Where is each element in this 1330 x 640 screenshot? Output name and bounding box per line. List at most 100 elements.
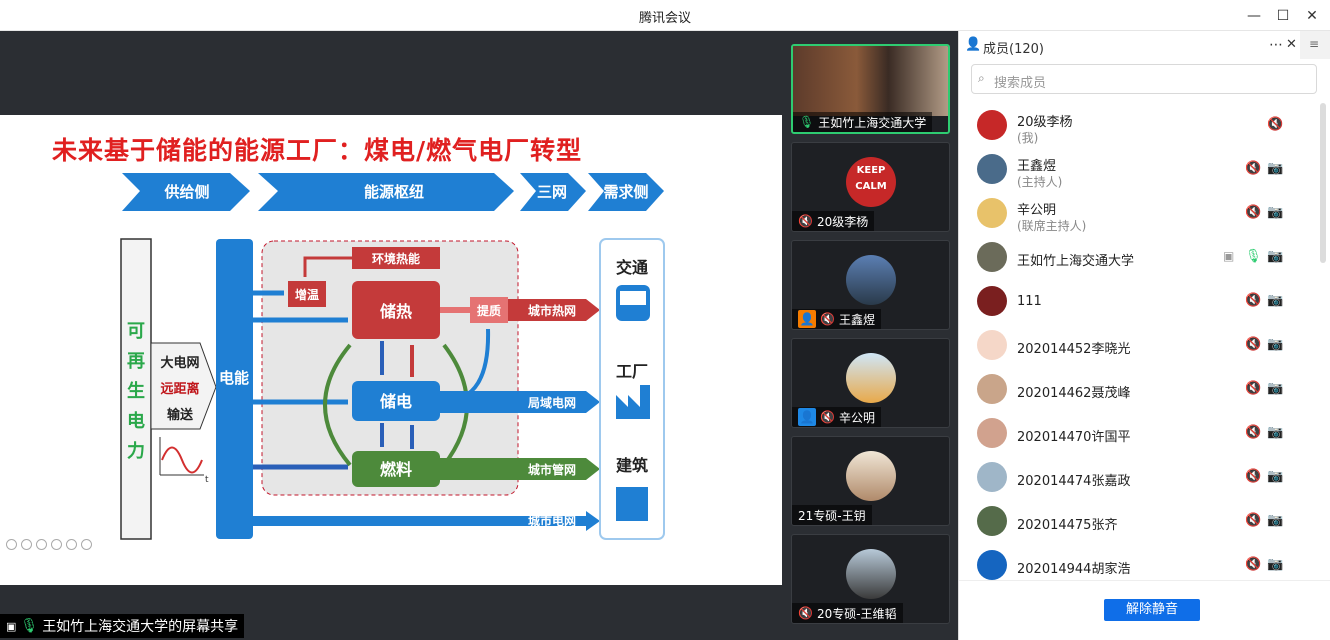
camera-off-icon[interactable]: 📷 [1267,293,1284,308]
tile-name: 🔇20专硕-王维韬 [792,603,903,623]
avatar [977,110,1007,140]
camera-icon[interactable]: 📷 [1267,249,1284,264]
tile-name: 21专硕-王钥 [792,505,872,525]
header-arrow-demand: 需求侧 [588,173,664,211]
mic-muted-icon[interactable]: 🔇 [1267,117,1284,132]
list-item[interactable]: 202014452李晓光 🔇 📷 [959,323,1315,367]
tile-name: 👤🔇王鑫煜 [792,309,881,329]
member-list-scrollbar[interactable] [1320,103,1326,263]
avatar [977,462,1007,492]
storage-heat-box [352,281,440,339]
video-tile[interactable]: 21专硕-王钥 [791,436,950,526]
svg-text:城市热网: 城市热网 [528,303,576,318]
slide-title: 未来基于储能的能源工厂：煤电/燃气电厂转型 [52,136,583,165]
grid-line-3: 输送 [167,407,194,423]
mic-muted-icon[interactable]: 🔇 [1245,381,1262,396]
minimize-button[interactable]: — [1247,8,1261,24]
maximize-button[interactable]: ☐ [1276,8,1290,24]
list-item[interactable]: 202014462聂茂峰 🔇 📷 [959,367,1315,411]
avatar [977,418,1007,448]
svg-text:环境热能: 环境热能 [372,251,420,266]
env-heat-box [352,247,440,269]
close-window-button[interactable]: ✕ [1306,8,1318,24]
grid-line-1: 大电网 [160,355,199,371]
video-tile[interactable]: 👤🔇王鑫煜 [791,240,950,330]
close-panel-icon[interactable]: ✕ [1286,37,1297,52]
electric-column [216,239,253,539]
header-arrow-hub: 能源枢纽 [258,173,514,211]
list-item[interactable]: 111 🔇 📷 [959,279,1315,323]
mic-muted-icon[interactable]: 🔇 [1245,557,1262,572]
avatar [846,255,896,305]
svg-text:提质: 提质 [477,303,501,318]
list-item[interactable]: 202014944胡家浩 🔇 📷 [959,543,1315,581]
control-icon[interactable] [36,539,47,550]
avatar [977,242,1007,272]
camera-off-icon[interactable]: 📷 [1267,337,1284,352]
member-search-input[interactable]: ⌕ 搜索成员 [971,64,1317,94]
output-city-heat: 城市热网 [508,299,600,321]
tile-name: 🎙王如竹上海交通大学 [793,112,933,132]
video-tile[interactable]: 👤🔇辛公明 [791,338,950,428]
renewable-box [120,238,152,540]
avatar [977,286,1007,316]
factory-icon [616,385,650,419]
control-icon[interactable] [6,539,17,550]
more-options-icon[interactable]: ⋯ [1269,37,1283,53]
camera-off-icon[interactable]: 📷 [1267,513,1284,528]
electric-label: 电能 [219,369,249,387]
search-icon: ⌕ [978,71,985,85]
control-icon[interactable] [21,539,32,550]
avatar [977,154,1007,184]
output-city-gas: 城市管网 [440,458,600,480]
storage-elec-box [352,381,440,421]
mic-muted-icon[interactable]: 🔇 [1245,469,1262,484]
camera-off-icon[interactable]: 📷 [1267,205,1284,220]
camera-off-icon[interactable]: 📷 [1267,469,1284,484]
mic-active-icon[interactable]: 🎙 [1245,249,1262,264]
video-tile[interactable]: 🔇20专硕-王维韬 [791,534,950,624]
cohost-badge-icon: 👤 [798,408,816,426]
svg-text:电: 电 [127,410,145,432]
camera-off-icon[interactable]: 📷 [1267,161,1284,176]
screen-share-icon: ▣ [1223,249,1235,263]
list-item[interactable]: 202014475张齐 🔇 📷 [959,499,1315,543]
mic-muted-icon[interactable]: 🔇 [1245,205,1262,220]
mic-muted-icon[interactable]: 🔇 [1245,425,1262,440]
sidebar-menu-icon[interactable]: ≡ [1300,31,1330,59]
mic-muted-icon[interactable]: 🔇 [1245,513,1262,528]
video-tile[interactable]: 🎙王如竹上海交通大学 [791,44,950,134]
avatar [977,506,1007,536]
mic-muted-icon[interactable]: 🔇 [1245,293,1262,308]
mic-icon: 🎙 [20,618,39,634]
list-item[interactable]: 王如竹上海交通大学 ▣ 🎙 📷 [959,235,1315,279]
list-item[interactable]: 202014474张嘉政 🔇 📷 [959,455,1315,499]
quality-box [470,297,508,323]
list-item[interactable]: 20级李杨 (我) 🔇 [959,103,1315,147]
share-label: ▣ 🎙 王如竹上海交通大学的屏幕共享 [0,614,245,638]
svg-text:建筑: 建筑 [616,456,648,475]
long-distance-arrow [150,342,217,430]
camera-off-icon[interactable]: 📷 [1267,557,1284,572]
control-icon[interactable] [81,539,92,550]
list-item[interactable]: 202014470许国平 🔇 📷 [959,411,1315,455]
avatar [977,374,1007,404]
camera-off-icon[interactable]: 📷 [1267,381,1284,396]
control-icon[interactable] [51,539,62,550]
member-list: 20级李杨 (我) 🔇 王鑫煜 (主持人) 🔇 📷 辛公明 (联席主持人) 🔇 … [959,103,1315,581]
mic-muted-icon[interactable]: 🔇 [1245,161,1262,176]
list-item[interactable]: 辛公明 (联席主持人) 🔇 📷 [959,191,1315,235]
svg-text:城市管网: 城市管网 [528,462,576,477]
list-item[interactable]: 王鑫煜 (主持人) 🔇 📷 [959,147,1315,191]
mic-muted-icon[interactable]: 🔇 [1245,337,1262,352]
unmute-button[interactable]: 解除静音 [1104,599,1200,621]
svg-text:燃料: 燃料 [380,460,412,479]
camera-off-icon[interactable]: 📷 [1267,425,1284,440]
control-icon[interactable] [66,539,77,550]
energy-diagram: 供给侧 能源枢纽 三网 需求侧 可 再 生 电 力 [120,173,665,540]
avatar [977,198,1007,228]
sine-plot: t [159,437,209,485]
shared-screen: 未来基于储能的能源工厂：煤电/燃气电厂转型 供给侧 能源枢纽 三网 需求侧 [0,31,782,640]
